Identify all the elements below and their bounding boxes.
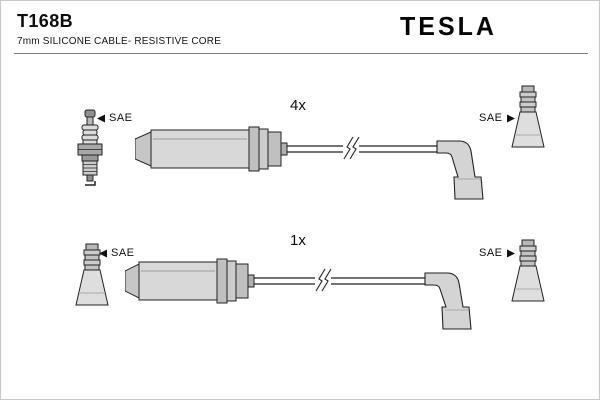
wire-row1 bbox=[287, 136, 437, 160]
break-mark bbox=[343, 136, 354, 160]
sae-label-row1-left: SAE bbox=[97, 112, 133, 124]
quantity-label-row2: 1x bbox=[290, 232, 306, 249]
sae-text: SAE bbox=[479, 247, 503, 259]
sae-label-row1-right: SAE bbox=[479, 112, 515, 124]
pointer-right-icon bbox=[506, 249, 515, 257]
product-subtitle: 7mm SILICONE CABLE- RESISTIVE CORE bbox=[17, 36, 222, 47]
part-number: T168B bbox=[17, 11, 74, 31]
pointer-left-icon bbox=[97, 114, 105, 122]
straight-boot-icon bbox=[135, 126, 288, 172]
sae-text: SAE bbox=[111, 247, 135, 259]
straight-boot-icon bbox=[125, 258, 255, 304]
pointer-left-icon bbox=[99, 249, 107, 257]
brand-logo: TESLA bbox=[400, 12, 497, 42]
cable-assembly-row1 bbox=[135, 117, 487, 205]
sae-label-row2-left: SAE bbox=[99, 247, 135, 259]
sae-text: SAE bbox=[479, 112, 503, 124]
cable-assembly-row2 bbox=[125, 253, 477, 333]
break-mark bbox=[315, 268, 326, 292]
spark-plug-icon bbox=[73, 109, 107, 187]
quantity-label-row1: 4x bbox=[290, 97, 306, 114]
sae-label-row2-right: SAE bbox=[479, 247, 515, 259]
angle-boot-icon bbox=[424, 272, 472, 330]
angle-boot-icon bbox=[436, 140, 484, 200]
distributor-boot-icon bbox=[71, 243, 113, 309]
terminal-boot-icon-row1 bbox=[507, 85, 549, 151]
header-divider bbox=[14, 53, 588, 54]
sae-text: SAE bbox=[109, 112, 133, 124]
wire-row2 bbox=[254, 268, 425, 292]
pointer-right-icon bbox=[506, 114, 515, 122]
terminal-boot-icon-row2 bbox=[507, 239, 549, 305]
